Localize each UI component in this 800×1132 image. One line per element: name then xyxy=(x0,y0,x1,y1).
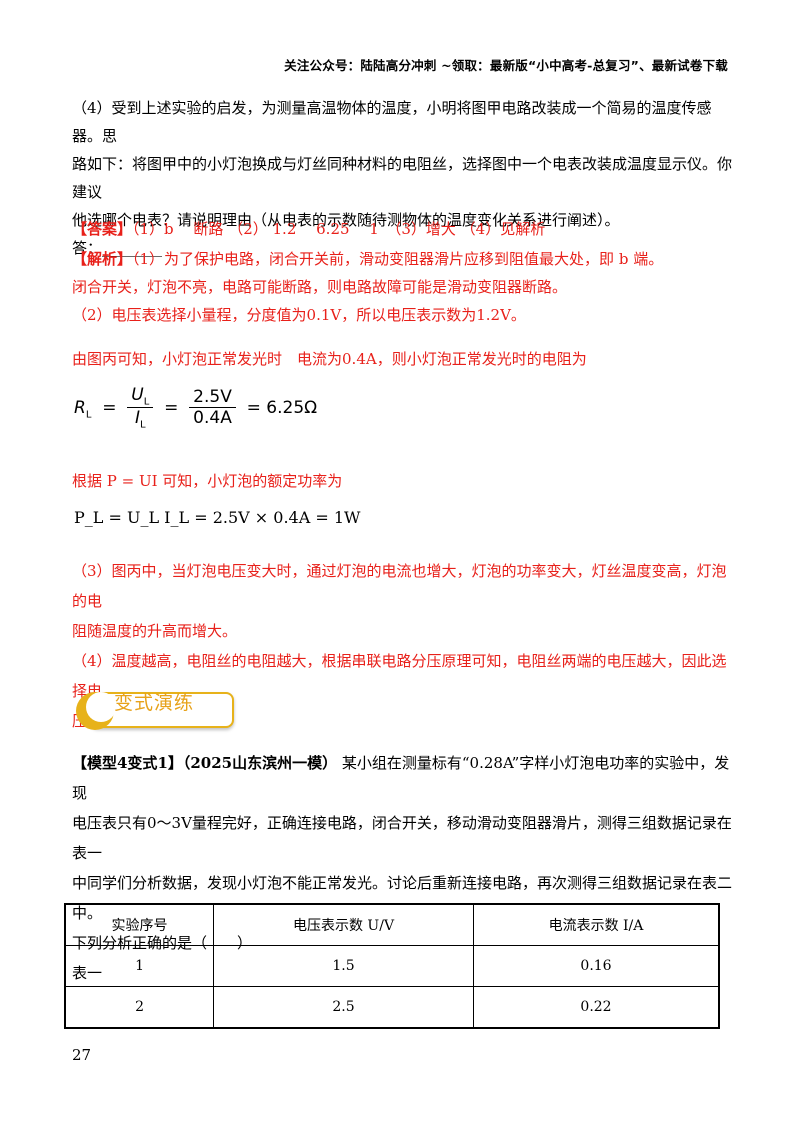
answer-blank: 答：________ xyxy=(72,239,163,257)
frac-num-sub: L xyxy=(143,396,150,408)
badge-circle-icon xyxy=(76,692,116,730)
analysis-line: 阻随温度的升高而增大。 xyxy=(72,622,238,640)
frac-num-value: 2.5V xyxy=(189,387,236,409)
question-line: 路如下：将图甲中的小灯泡换成与灯丝同种材料的电阻丝，选择图中一个电表改装成温度显… xyxy=(72,155,733,201)
analysis-line: 闭合开关，灯泡不亮，电路可能断路，则电路故障可能是滑动变阻器断路。 xyxy=(72,278,568,296)
table-header-row: 实验序号 电压表示数 U/V 电流表示数 I/A xyxy=(64,903,720,946)
answer-tag: 【答案】 xyxy=(72,220,133,238)
resistance-formula: RL = UL IL = 2.5V 0.4A = 6.25Ω xyxy=(74,385,318,431)
table-row: 2 2.5 0.22 xyxy=(64,986,720,1029)
frac-num: U xyxy=(131,385,144,405)
formula-lhs-sub: L xyxy=(85,409,92,421)
question-line: （4）受到上述实验的启发，为测量高温物体的温度，小明将图甲电路改装成一个简易的温… xyxy=(72,99,712,145)
analysis-line: （2）电压表选择小量程，分度值为0.1V，所以电压表示数为1.2V。 xyxy=(72,306,526,324)
analysis-line: （3）图丙中，当灯泡电压变大时，通过灯泡的电流也增大，灯泡的功率变大，灯丝温度变… xyxy=(72,562,727,610)
frac-den-value: 0.4A xyxy=(193,408,232,429)
table-header-cell: 实验序号 xyxy=(64,903,215,946)
table-cell: 0.22 xyxy=(472,986,720,1029)
analysis-line: （1）为了保护电路，闭合开关前，滑动变阻器滑片应移到阻值最大处，即 b 端。 xyxy=(132,250,664,268)
variant-line: 某小组在测量标有“0.28A”字样小灯泡电功率的实验中，发现 xyxy=(72,754,730,802)
table-cell: 2.5 xyxy=(213,986,474,1029)
data-table-1: 实验序号 电压表示数 U/V 电流表示数 I/A 1 1.5 0.16 2 2.… xyxy=(64,903,720,1029)
table-header-cell: 电压表示数 U/V xyxy=(213,903,474,946)
variant-question: 【模型4变式1】（2025山东滨州一模） 某小组在测量标有“0.28A”字样小灯… xyxy=(72,748,732,988)
badge-label: 变式演练 xyxy=(114,692,195,714)
formula-lhs: R xyxy=(74,397,86,418)
page-header: 关注公众号：陆陆高分冲刺 ~领取：最新版“小中高考-总复习”、最新试卷下载 xyxy=(284,58,728,73)
analysis-block: 【解析】（1）为了保护电路，闭合开关前，滑动变阻器滑片应移到阻值最大处，即 b … xyxy=(72,245,732,329)
variant-tag: 【模型4变式1】（2025山东滨州一模） xyxy=(72,754,338,772)
analysis-tag: 【解析】 xyxy=(72,250,133,268)
formula-result: = 6.25Ω xyxy=(246,397,318,418)
answer-text: （1）b 断路 （2） 1.2 6.25 1 （3）增大 （4）见解析 xyxy=(132,220,546,238)
table-header-cell: 电流表示数 I/A xyxy=(472,903,720,946)
frac-den: I xyxy=(134,408,140,429)
variant-line: 电压表只有0～3V量程完好，正确连接电路，闭合开关，移动滑动变阻器滑片，测得三组… xyxy=(72,814,732,862)
table-cell: 1 xyxy=(64,945,215,987)
question-line: 他选哪个电表？请说明理由（从电表的示数随待测物体的温度变化关系进行阐述）。 xyxy=(72,211,620,229)
table-cell: 1.5 xyxy=(213,945,474,987)
fraction-numeric: 2.5V 0.4A xyxy=(189,387,236,428)
section-badge: 变式演练 xyxy=(76,686,236,730)
answer-line: 【答案】（1）b 断路 （2） 1.2 6.25 1 （3）增大 （4）见解析 xyxy=(72,215,732,243)
analysis-line: 根据 P = UI 可知，小灯泡的额定功率为 xyxy=(72,472,343,490)
question-4: （4）受到上述实验的启发，为测量高温物体的温度，小明将图甲电路改装成一个简易的温… xyxy=(72,94,732,262)
power-formula: P_L = U_L I_L = 2.5V × 0.4A = 1W xyxy=(74,508,361,527)
table-row: 1 1.5 0.16 xyxy=(64,945,720,987)
table-cell: 0.16 xyxy=(472,945,720,987)
table-cell: 2 xyxy=(64,986,215,1029)
analysis-line: 由图丙可知，小灯泡正常发光时 电流为0.4A，则小灯泡正常发光时的电阻为 xyxy=(72,350,587,368)
page-number: 27 xyxy=(72,1046,92,1064)
frac-den-sub: L xyxy=(140,419,146,431)
fraction-symbolic: UL IL xyxy=(127,385,154,431)
